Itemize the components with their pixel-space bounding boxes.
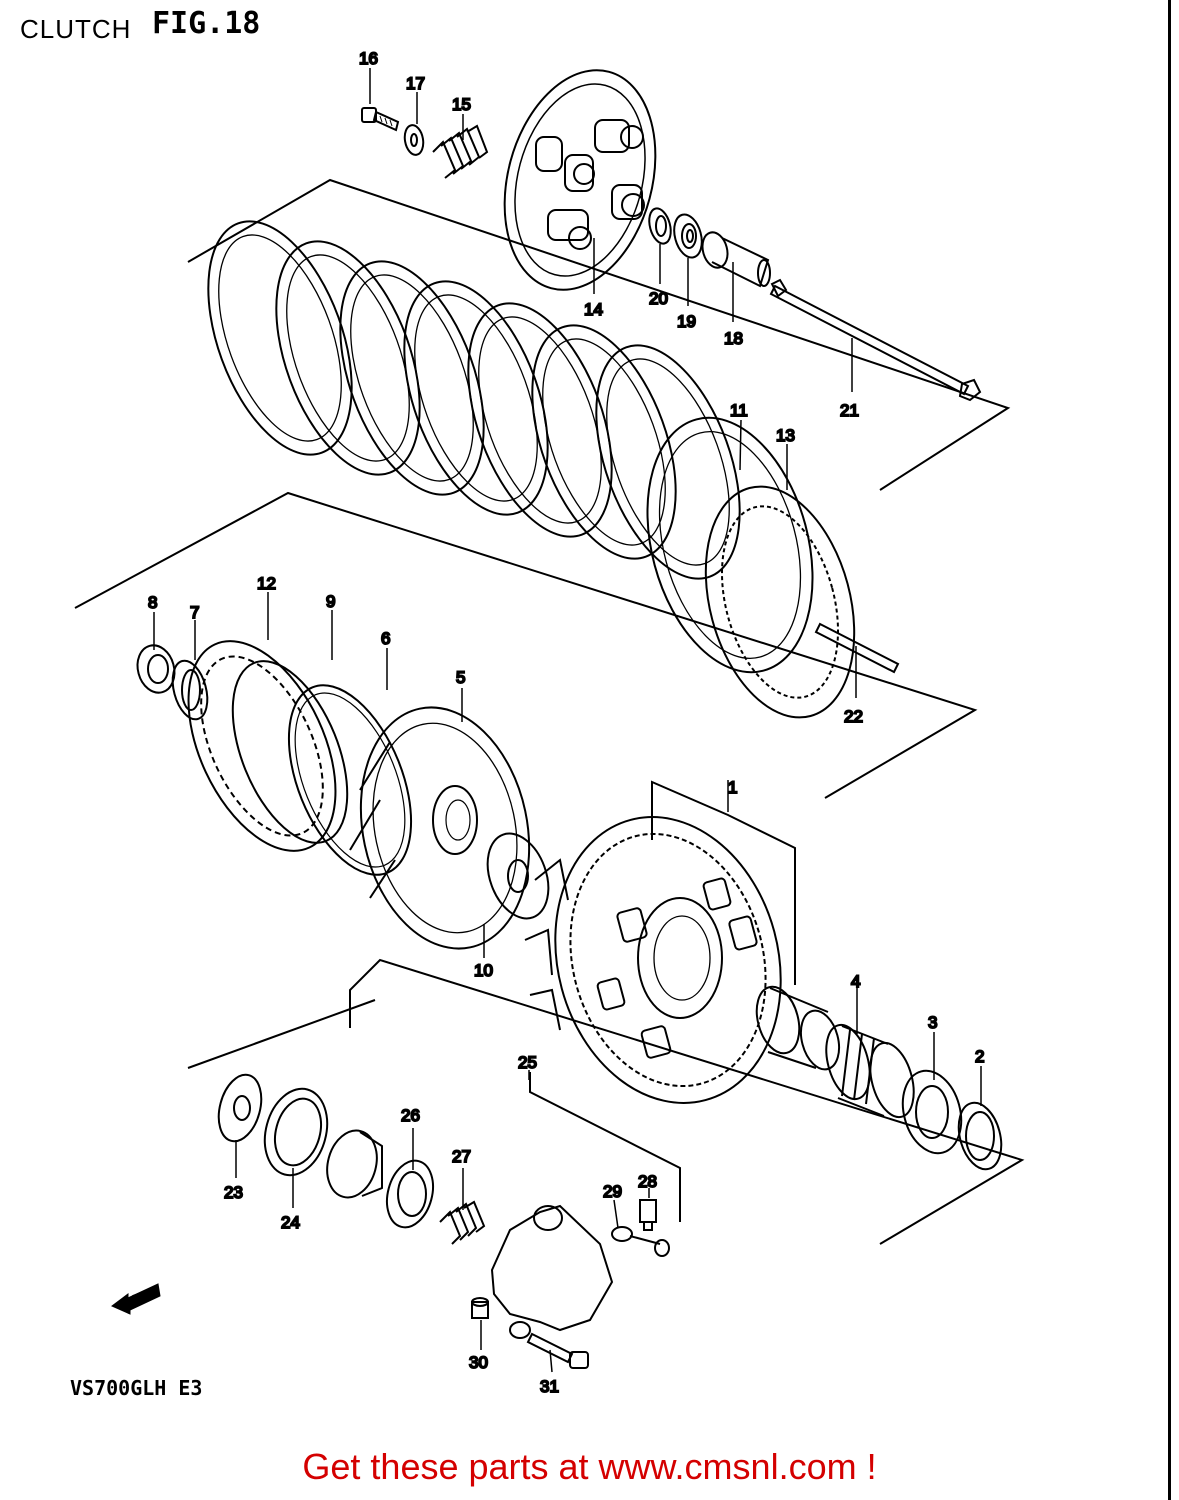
callout-2: 2 bbox=[975, 1047, 984, 1066]
callout-20: 20 bbox=[649, 289, 668, 308]
bolt-16 bbox=[361, 107, 400, 132]
clutch-plate-stack-11 bbox=[207, 220, 814, 674]
callout-16: 16 bbox=[359, 49, 378, 68]
pressure-plate-group-outline bbox=[187, 178, 1011, 491]
washer-17 bbox=[403, 124, 425, 156]
bleeder-screw-28 bbox=[639, 1199, 657, 1231]
callout-14: 14 bbox=[584, 300, 603, 319]
pin-22 bbox=[814, 622, 900, 674]
release-cover bbox=[490, 1204, 614, 1339]
clutch-sleeve-hub-5 bbox=[349, 706, 531, 950]
callout-29: 29 bbox=[603, 1182, 622, 1201]
forward-arrow-icon: FWD bbox=[111, 1283, 161, 1315]
primary-driven-gear-1 bbox=[524, 816, 782, 1104]
clutch-plates-group-outline bbox=[74, 491, 978, 799]
callout-5: 5 bbox=[456, 668, 465, 687]
dowel-pin-30 bbox=[471, 1297, 489, 1319]
oil-seal-26 bbox=[385, 1159, 435, 1229]
callout-27: 27 bbox=[452, 1147, 471, 1166]
callout-23: 23 bbox=[224, 1183, 243, 1202]
push-piece-18 bbox=[701, 231, 771, 288]
bearing-19 bbox=[673, 213, 703, 259]
bearing-23 bbox=[217, 1073, 263, 1143]
callout-18: 18 bbox=[724, 329, 743, 348]
callout-25: 25 bbox=[518, 1053, 537, 1072]
callout-6: 6 bbox=[381, 629, 390, 648]
oil-seal-24 bbox=[263, 1087, 329, 1177]
leader-lines bbox=[153, 68, 982, 1373]
callout-15: 15 bbox=[452, 95, 471, 114]
needle-bearing-4 bbox=[825, 1023, 915, 1119]
callout-8: 8 bbox=[148, 593, 157, 612]
release-group-outline bbox=[349, 958, 1025, 1245]
washer-7 bbox=[171, 659, 209, 721]
callout-11: 11 bbox=[730, 401, 748, 420]
washer-3 bbox=[901, 1069, 963, 1155]
callout-1: 1 bbox=[728, 778, 737, 797]
spring-15 bbox=[432, 124, 489, 179]
release-bearing bbox=[326, 1129, 383, 1199]
figure-number: FIG.18 bbox=[152, 6, 261, 41]
spring-plate-13 bbox=[704, 485, 856, 719]
pressure-plate-14 bbox=[503, 69, 657, 291]
callout-22: 22 bbox=[844, 707, 863, 726]
callout-12: 12 bbox=[257, 574, 276, 593]
callout-31: 31 bbox=[540, 1377, 559, 1396]
release-cover-group-outline bbox=[187, 999, 681, 1222]
callout-26: 26 bbox=[401, 1106, 420, 1125]
callout-labels: 1 2 3 4 5 6 7 8 9 10 11 12 13 14 15 16 1… bbox=[147, 48, 985, 1397]
nut-8 bbox=[136, 644, 176, 694]
section-title: CLUTCH bbox=[20, 14, 132, 44]
callout-30: 30 bbox=[469, 1353, 488, 1372]
callout-10: 10 bbox=[474, 961, 493, 980]
washer-2 bbox=[957, 1101, 1003, 1171]
spring-washer-12 bbox=[187, 640, 337, 852]
callout-17: 17 bbox=[406, 74, 425, 93]
callout-19: 19 bbox=[677, 312, 696, 331]
primary-gear-group-outline bbox=[651, 780, 796, 985]
callout-9: 9 bbox=[326, 592, 335, 611]
footer-link-text[interactable]: Get these parts at www.cmsnl.com ! bbox=[302, 1446, 877, 1487]
spring-27 bbox=[439, 1200, 486, 1245]
ring-6 bbox=[287, 684, 413, 876]
callout-4: 4 bbox=[851, 972, 860, 991]
cap-29 bbox=[611, 1226, 670, 1257]
callout-21: 21 bbox=[840, 401, 859, 420]
model-code: VS700GLH E3 bbox=[70, 1376, 203, 1400]
bolt-31 bbox=[526, 1332, 589, 1369]
washer-20 bbox=[648, 207, 672, 245]
callout-7: 7 bbox=[190, 603, 199, 622]
push-rod-21 bbox=[769, 278, 982, 402]
washer-10 bbox=[486, 832, 550, 920]
callout-24: 24 bbox=[281, 1213, 300, 1232]
callout-28: 28 bbox=[638, 1172, 657, 1191]
callout-3: 3 bbox=[928, 1013, 937, 1032]
page-edge-line bbox=[1168, 0, 1171, 1500]
spacer-sleeve bbox=[755, 985, 841, 1071]
callout-13: 13 bbox=[776, 426, 795, 445]
